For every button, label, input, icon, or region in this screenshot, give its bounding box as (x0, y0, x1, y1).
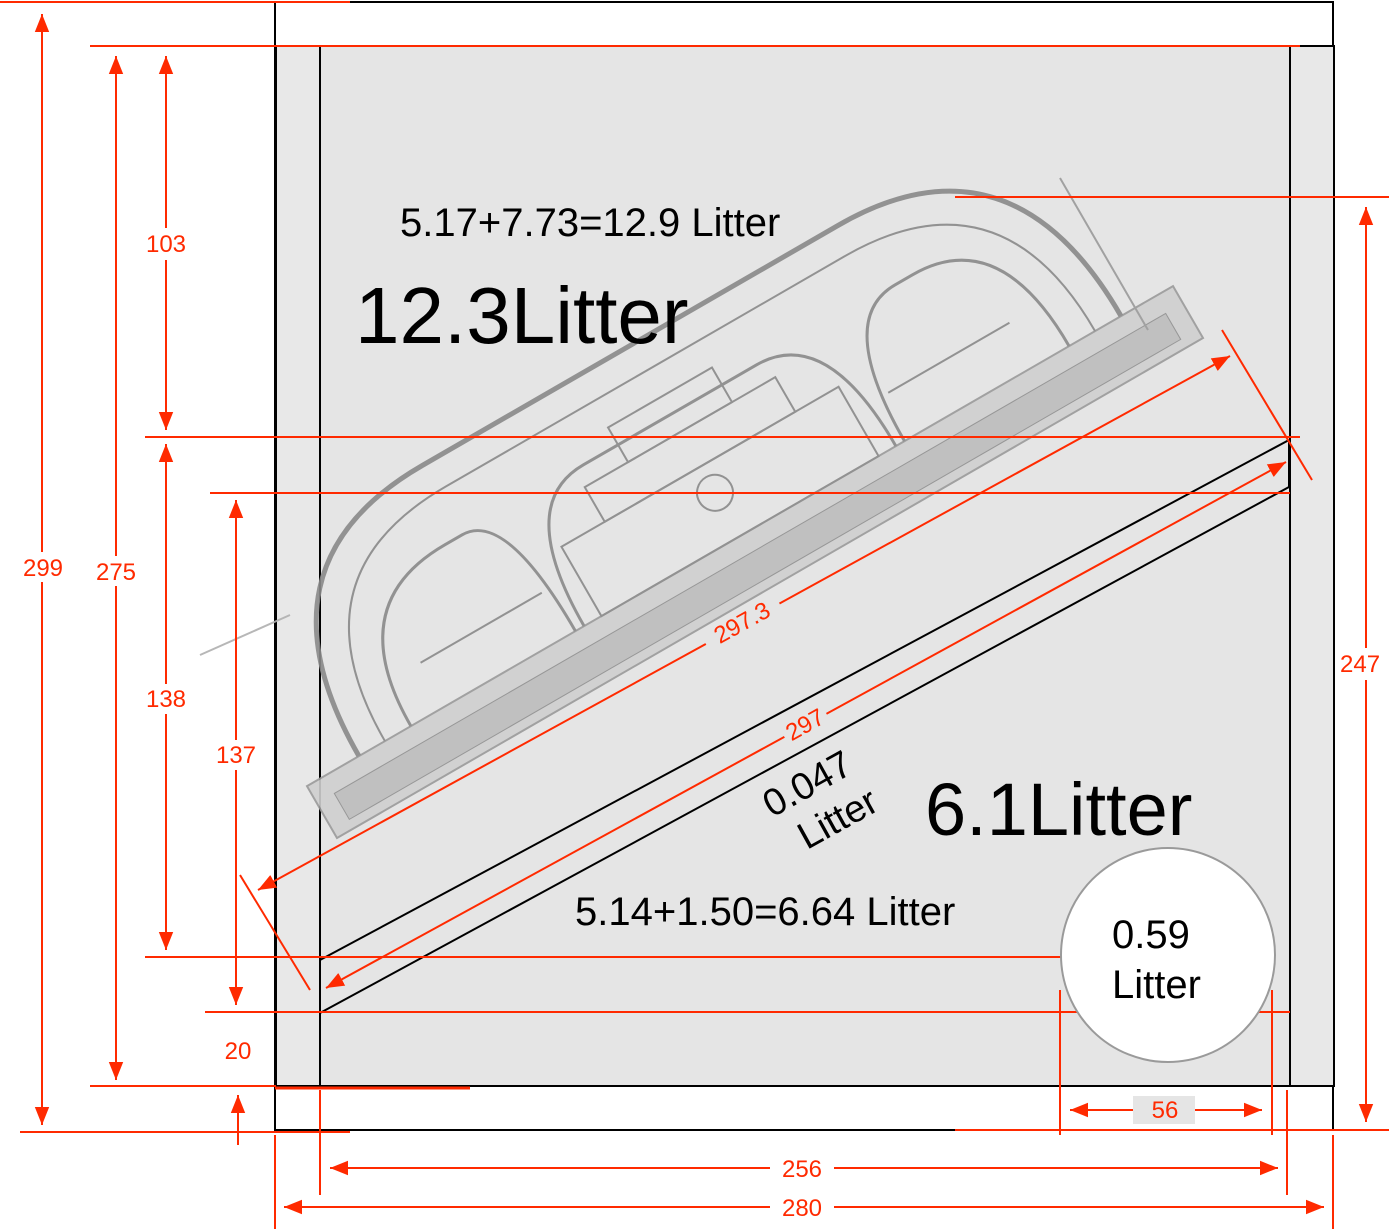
dim-280: 280 (782, 1195, 822, 1222)
dim-299: 299 (23, 555, 63, 582)
dim-247: 247 (1340, 651, 1380, 678)
dim-56: 56 (1152, 1097, 1179, 1124)
circle-volume-value: 0.59 (1112, 913, 1190, 957)
horizontal-dimensions (274, 990, 1334, 1229)
left-wall (275, 45, 321, 1087)
dim-20: 20 (225, 1038, 252, 1065)
vertical-dimensions (20, 14, 1389, 1145)
port-circle (1060, 847, 1276, 1063)
bottom-sum-label: 5.14+1.50=6.64 Litter (575, 890, 955, 934)
dim-137: 137 (216, 742, 256, 769)
top-sum-label: 5.17+7.73=12.9 Litter (400, 201, 780, 245)
circle-volume-unit: Litter (1112, 963, 1201, 1007)
right-wall (1289, 45, 1335, 1087)
dim-103: 103 (146, 231, 186, 258)
dim-256: 256 (782, 1156, 822, 1183)
dim-275: 275 (96, 559, 136, 586)
volume-labels: 5.17+7.73=12.9 Litter 12.3Litter 0.047 L… (355, 201, 1201, 1007)
bottom-volume-label: 6.1Litter (925, 768, 1192, 851)
dimension-labels: 299 275 103 138 137 20 247 256 280 56 29… (23, 231, 1380, 1222)
dim-138: 138 (146, 686, 186, 713)
top-volume-label: 12.3Litter (355, 271, 689, 360)
